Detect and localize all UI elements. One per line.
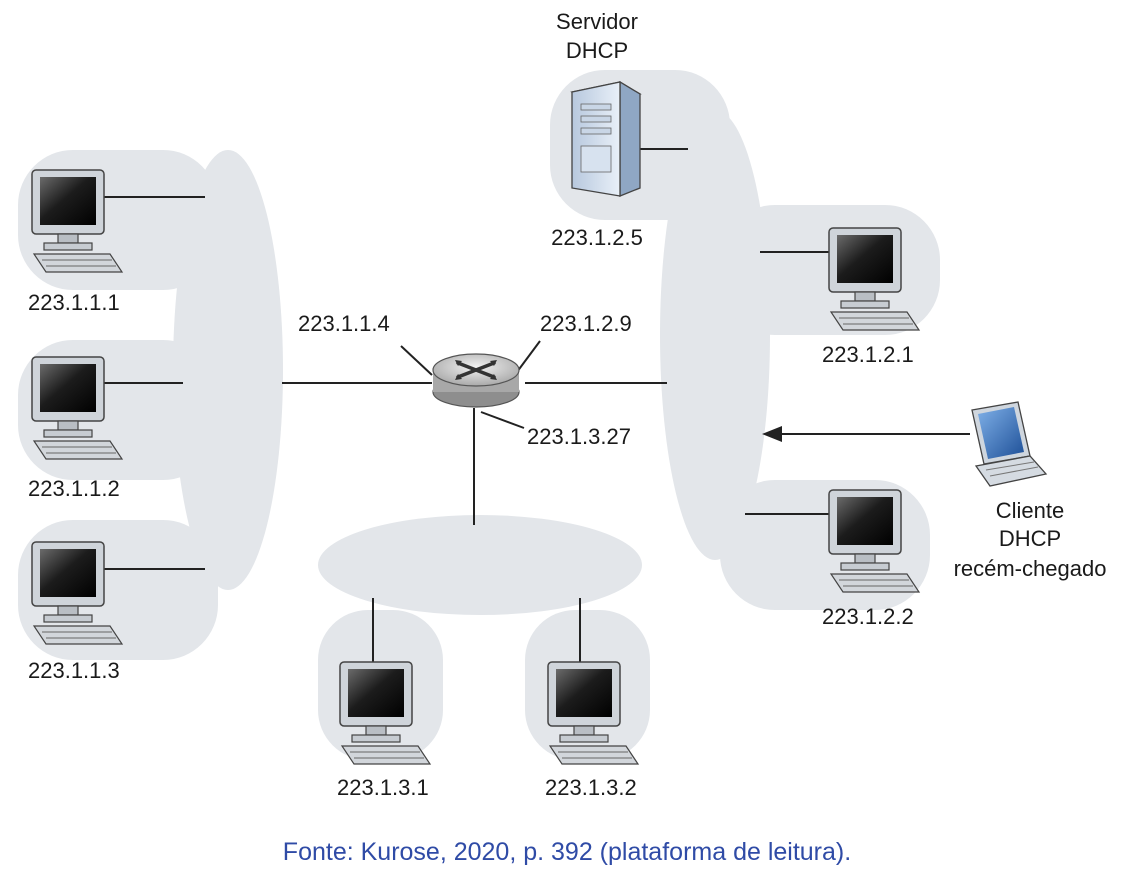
network-links — [103, 148, 830, 668]
host-label: 223.1.2.1 — [822, 342, 914, 367]
host-label: 223.1.1.1 — [28, 290, 120, 315]
dhcp-server-label-line1: Servidor — [556, 9, 638, 34]
dhcp-server-address: 223.1.2.5 — [551, 225, 643, 250]
host-label: 223.1.1.3 — [28, 658, 120, 683]
dhcp-server-icon — [570, 80, 642, 197]
dhcp-client-arrow — [762, 426, 970, 442]
dhcp-client-label-line1: Cliente — [996, 498, 1064, 523]
host-label: 223.1.1.2 — [28, 476, 120, 501]
dhcp-client-label-line3: recém-chegado — [954, 556, 1107, 581]
host-label: 223.1.3.2 — [545, 775, 637, 800]
dhcp-server-label-line2: DHCP — [566, 38, 628, 63]
dhcp-client-label-line2: DHCP — [999, 526, 1061, 551]
router-icon — [432, 353, 520, 408]
router-interface-subnet2: 223.1.2.9 — [540, 311, 632, 336]
router-interface-subnet3: 223.1.3.27 — [527, 424, 631, 449]
router-interface-subnet1: 223.1.1.4 — [298, 311, 390, 336]
host-label: 223.1.3.1 — [337, 775, 429, 800]
dhcp-client-laptop-icon — [971, 401, 1048, 487]
figure-caption: Fonte: Kurose, 2020, p. 392 (plataforma … — [282, 838, 852, 866]
host-label: 223.1.2.2 — [822, 604, 914, 629]
